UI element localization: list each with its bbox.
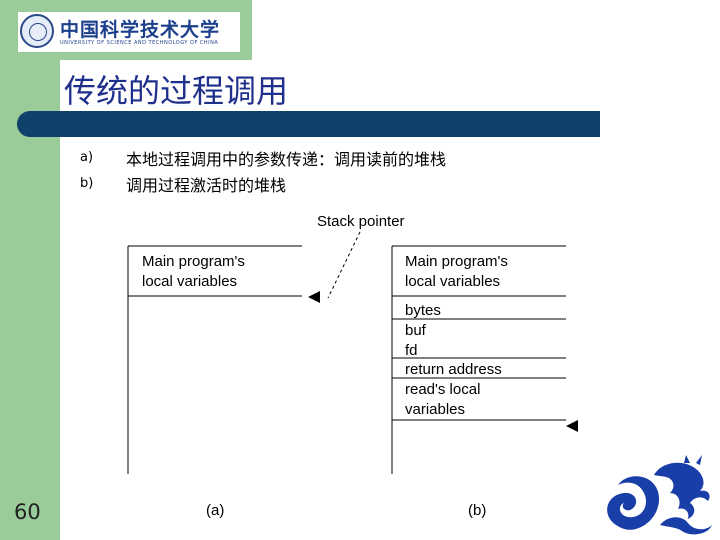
stack-b-cell-main-line: Main program's: [405, 253, 508, 270]
stack-b-cell-param: bytes: [405, 302, 441, 319]
stack-b-cell-locals: read's local variables: [405, 381, 485, 418]
stack-a: Main program's local variables (a): [127, 245, 302, 519]
stack-a-cell: Main program's local variables: [142, 253, 249, 290]
item-marker-a: a): [80, 150, 94, 165]
title-underline-bar: [17, 111, 600, 137]
stack-a-cell-line: Main program's: [142, 253, 245, 270]
stack-b-cell-param: buf: [405, 322, 427, 339]
university-seal-icon: [20, 14, 54, 48]
dragon-logo-icon: [607, 455, 712, 535]
stack-b-cell-param: fd: [405, 342, 418, 359]
stack-b-cell-return: return address: [405, 361, 502, 378]
stack-pointer-label: Stack pointer: [317, 213, 405, 230]
stack-pointer-arrow-a: [308, 291, 320, 303]
stack-pointer-dashed-line: [327, 231, 361, 299]
stack-b-cell-return-line: return address: [405, 361, 502, 378]
stack-b-cell-locals-line: variables: [405, 401, 465, 418]
stack-b: Main program's local variables bytes buf…: [391, 245, 578, 519]
page-number: 60: [14, 500, 41, 524]
stack-b-cell-locals-line: read's local: [405, 381, 480, 398]
stack-a-cell-line: local variables: [142, 273, 237, 290]
item-text-a: 本地过程调用中的参数传递：调用读前的堆栈: [126, 150, 447, 169]
stack-pointer-arrow-b: [566, 420, 578, 432]
university-logo: 中国科学技术大学 UNIVERSITY OF SCIENCE AND TECHN…: [18, 12, 240, 52]
left-sidebar-band: [0, 0, 60, 540]
logo-university-subtitle: UNIVERSITY OF SCIENCE AND TECHNOLOGY OF …: [60, 40, 219, 46]
stack-b-cell-main: Main program's local variables: [405, 253, 512, 290]
stack-b-cell-params: bytes buf fd: [405, 302, 445, 359]
logo-area: 中国科学技术大学 UNIVERSITY OF SCIENCE AND TECHN…: [0, 0, 252, 60]
stack-a-caption: (a): [206, 502, 224, 519]
slide-title: 传统的过程调用: [64, 72, 289, 110]
stack-b-caption: (b): [468, 502, 486, 519]
item-marker-b: b): [80, 176, 94, 191]
logo-university-name: 中国科学技术大学: [60, 19, 221, 41]
stack-b-cell-main-line: local variables: [405, 273, 500, 290]
item-text-b: 调用过程激活时的堆栈: [126, 176, 287, 195]
